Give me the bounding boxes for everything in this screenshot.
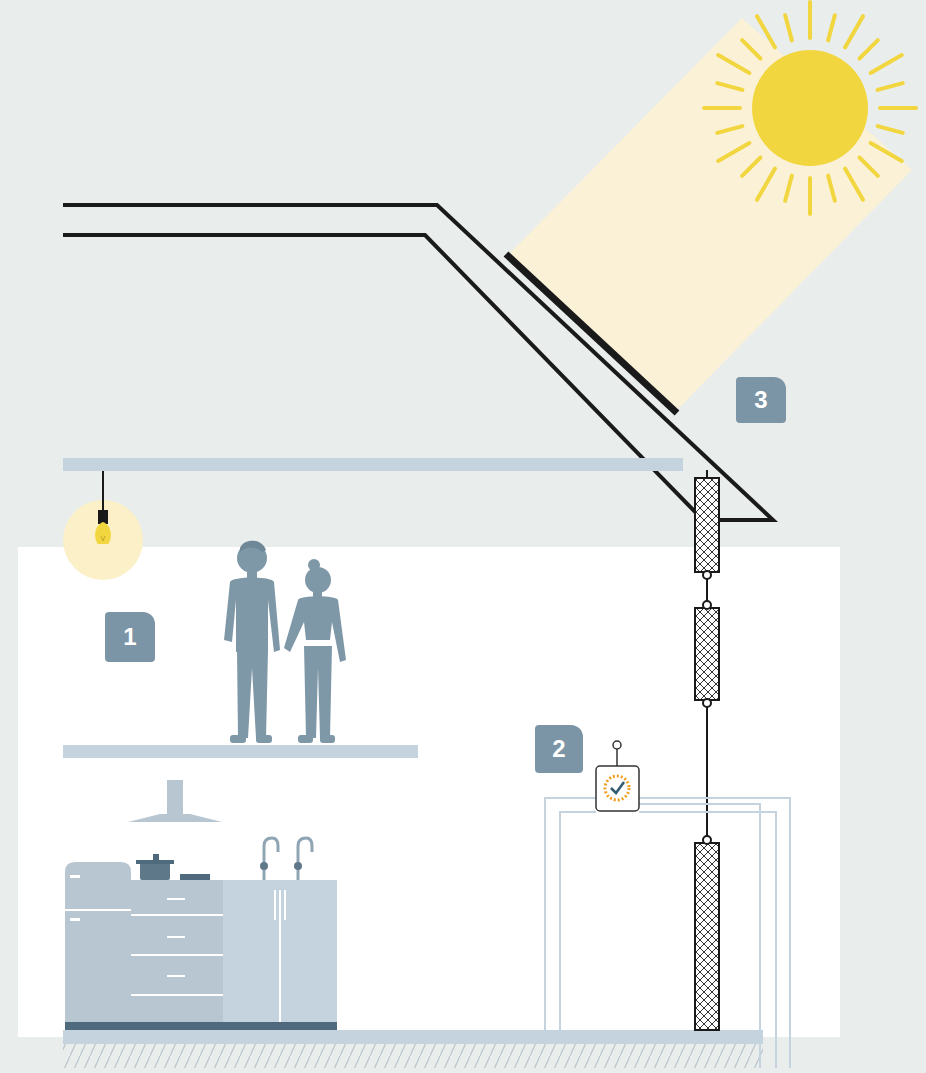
light-bulb xyxy=(95,471,111,544)
lamp-glow xyxy=(63,500,143,580)
sun-ray xyxy=(704,106,740,110)
sun-ray xyxy=(828,15,835,40)
kitchen xyxy=(65,780,337,1030)
sun-ray xyxy=(718,55,749,73)
sun xyxy=(752,50,868,166)
sun-ray xyxy=(718,143,749,161)
ceiling-slab xyxy=(63,458,683,471)
sun-ray xyxy=(871,143,902,161)
sun-ray xyxy=(808,2,812,38)
ground-floor xyxy=(63,1030,763,1044)
callout-number: 2 xyxy=(535,725,583,773)
sun-ray xyxy=(880,106,916,110)
sun-ray xyxy=(757,169,775,200)
couple xyxy=(224,541,346,743)
sun-ray xyxy=(785,15,792,40)
callout-number: 3 xyxy=(736,377,786,423)
sun-ray xyxy=(742,40,760,58)
sun-ray xyxy=(845,169,863,200)
sun-ray xyxy=(717,126,742,133)
sun-ray xyxy=(878,126,903,133)
pipes xyxy=(545,798,790,1068)
sun-ray xyxy=(808,178,812,214)
sun-ray xyxy=(828,176,835,201)
roof xyxy=(63,205,773,520)
sun-ray xyxy=(859,40,877,58)
sun-ray xyxy=(717,83,742,90)
floor-slab xyxy=(63,745,418,758)
sun-ray xyxy=(871,55,902,73)
smart-controller xyxy=(596,741,639,811)
sun-ray xyxy=(878,83,903,90)
sun xyxy=(704,2,916,214)
ground-hatching xyxy=(63,1044,763,1068)
sun-ray xyxy=(859,157,877,175)
callout-number: 1 xyxy=(105,612,155,662)
sun-ray xyxy=(742,157,760,175)
insulated-wall xyxy=(695,470,719,1030)
sun-beam xyxy=(508,18,912,412)
interior xyxy=(18,547,840,1037)
solar-panel xyxy=(506,254,677,413)
sun-ray xyxy=(845,16,863,47)
sun-ray xyxy=(757,16,775,47)
sun-ray xyxy=(785,176,792,201)
